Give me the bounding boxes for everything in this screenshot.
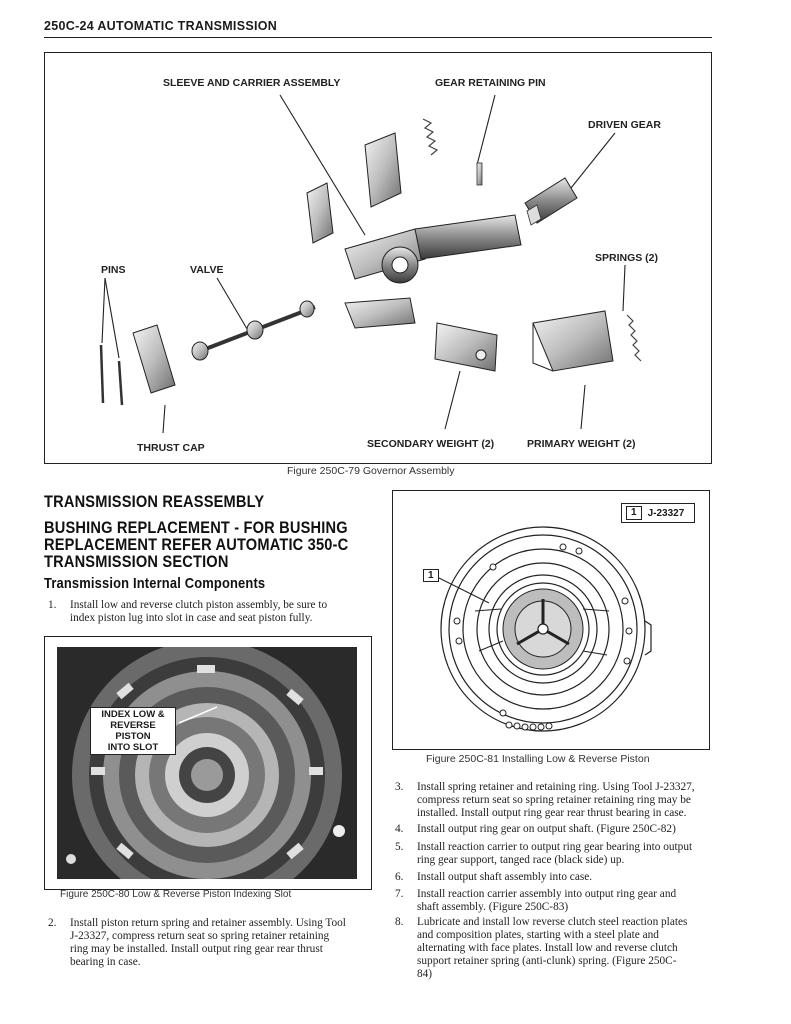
label-valve: VALVE <box>190 264 224 276</box>
secondary-weight-illustration <box>434 322 498 372</box>
sleeve-carrier-illustration <box>344 214 522 329</box>
piston-installation-drawing <box>436 526 652 732</box>
label-pins: PINS <box>101 264 126 276</box>
bushing-title-line1: BUSHING REPLACEMENT - FOR BUSHING <box>44 518 348 537</box>
subsection-title: Transmission Internal Components <box>44 575 266 592</box>
label-thrust-cap: THRUST CAP <box>137 442 205 454</box>
label-gear-retaining-pin: GEAR RETAINING PIN <box>435 77 546 89</box>
figure-governor-assembly: SLEEVE AND CARRIER ASSEMBLY GEAR RETAINI… <box>44 52 712 464</box>
figure-79-caption: Figure 250C-79 Governor Assembly <box>287 465 455 477</box>
figure-piston-indexing: INDEX LOW & REVERSE PISTON INTO SLOT <box>44 636 372 890</box>
tool-tag: 1 J-23327 <box>621 503 695 523</box>
bushing-title-line3: TRANSMISSION SECTION <box>44 552 229 571</box>
label-springs: SPRINGS (2) <box>595 252 659 264</box>
tool-tag-number: 1 <box>626 506 642 520</box>
figure-installing-piston: 1 J-23327 <box>392 490 710 750</box>
label-sleeve-carrier: SLEEVE AND CARRIER ASSEMBLY <box>163 77 341 89</box>
driven-gear-illustration <box>524 177 578 226</box>
header-rule <box>44 37 712 38</box>
figure-80-caption: Figure 250C-80 Low & Reverse Piston Inde… <box>60 889 292 900</box>
tool-tag-name: J-23327 <box>647 507 685 519</box>
primary-weight-illustration <box>532 310 614 372</box>
spring-top-illustration <box>422 118 439 156</box>
figure-81-caption: Figure 250C-81 Installing Low & Reverse … <box>426 753 650 765</box>
label-primary-weight: PRIMARY WEIGHT (2) <box>527 438 636 450</box>
section-title: TRANSMISSION REASSEMBLY <box>44 492 265 511</box>
valve-illustration <box>191 300 316 361</box>
bushing-title-line2: REPLACEMENT REFER AUTOMATIC 350-C <box>44 535 349 554</box>
label-driven-gear: DRIVEN GEAR <box>588 119 661 131</box>
figure-80-callout: INDEX LOW & REVERSE PISTON INTO SLOT <box>90 707 176 755</box>
page-header: 250C-24 AUTOMATIC TRANSMISSION <box>44 19 278 33</box>
label-secondary-weight: SECONDARY WEIGHT (2) <box>367 438 495 450</box>
governor-exploded-illustration <box>99 94 642 434</box>
piston-photo <box>57 647 357 879</box>
figure-81-callout: 1 <box>423 569 439 582</box>
